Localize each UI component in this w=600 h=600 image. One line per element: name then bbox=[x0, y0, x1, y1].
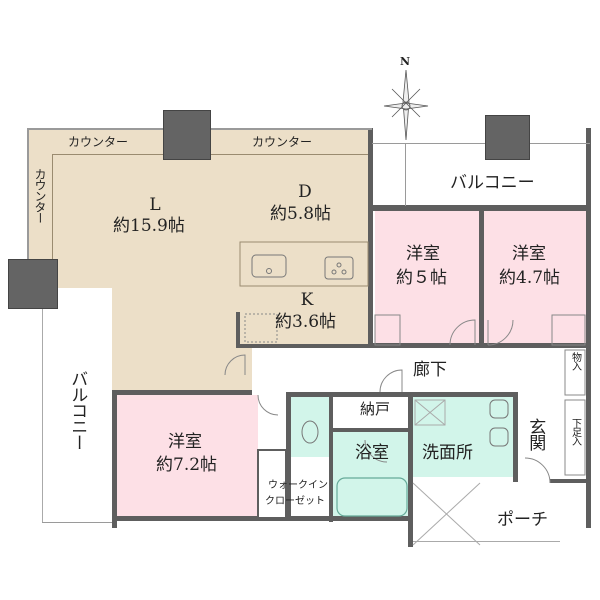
bedroom-3-name: 洋室 bbox=[168, 432, 202, 452]
balcony-top-label: バルコニー bbox=[450, 173, 535, 193]
wall bbox=[333, 428, 413, 432]
counter-label-top-right: カウンター bbox=[252, 135, 313, 149]
structural-column bbox=[485, 115, 530, 160]
counter-top-strip bbox=[52, 130, 372, 155]
counter-label-left: カウンター bbox=[33, 168, 47, 223]
wall bbox=[236, 344, 368, 348]
compass-icon bbox=[383, 69, 429, 141]
wall bbox=[586, 128, 591, 528]
ldk-area-lower bbox=[112, 258, 372, 348]
walkin-closet-label-2: クローゼット bbox=[265, 496, 325, 507]
rail bbox=[372, 143, 590, 144]
closet-storage-label: 物入 bbox=[569, 352, 581, 370]
bedroom-2-name: 洋室 bbox=[512, 244, 546, 264]
washroom-label: 洗面所 bbox=[422, 443, 473, 463]
porch-label: ポーチ bbox=[497, 510, 548, 530]
wall bbox=[550, 479, 590, 483]
kitchen-name: K bbox=[300, 290, 314, 310]
balcony-left-label: バルコニー bbox=[67, 370, 88, 450]
wall bbox=[479, 205, 484, 348]
wall bbox=[368, 343, 590, 348]
wall bbox=[112, 516, 412, 521]
counter-label-top-left: カウンター bbox=[68, 135, 129, 149]
living-size: 約15.9帖 bbox=[113, 216, 185, 236]
kitchen-size: 約3.6帖 bbox=[275, 312, 337, 332]
wall bbox=[329, 392, 333, 522]
living-name: L bbox=[149, 195, 161, 215]
toilet bbox=[291, 397, 331, 457]
wall bbox=[286, 392, 291, 518]
bath-label: 浴室 bbox=[355, 443, 389, 463]
bedroom-3 bbox=[116, 395, 258, 518]
bedroom-3-size: 約7.2帖 bbox=[156, 455, 218, 475]
dining-name: D bbox=[298, 182, 312, 202]
wall bbox=[112, 390, 117, 528]
storage-label: 納戸 bbox=[360, 400, 391, 418]
structural-column bbox=[8, 259, 58, 309]
washroom bbox=[413, 395, 513, 477]
shoe-storage-label: 下足入 bbox=[569, 418, 581, 445]
wall bbox=[368, 128, 373, 346]
wall bbox=[408, 392, 413, 547]
wall bbox=[112, 390, 252, 395]
wall bbox=[513, 392, 518, 482]
entrance-label: 玄関 bbox=[525, 418, 546, 450]
counter-left-strip bbox=[27, 155, 53, 285]
walkin-closet-label-1: ウォークイン bbox=[268, 480, 328, 491]
bedroom-2-size: 約4.7帖 bbox=[499, 268, 561, 288]
ldk-area-bottom bbox=[112, 345, 252, 395]
bedroom-1-size: 約５帖 bbox=[396, 268, 447, 288]
rail bbox=[42, 522, 112, 523]
rail bbox=[27, 128, 29, 288]
compass-north-label: N bbox=[400, 55, 411, 68]
rail bbox=[405, 143, 406, 206]
porch bbox=[412, 480, 560, 542]
wall bbox=[236, 312, 240, 348]
structural-column bbox=[163, 110, 211, 160]
bedroom-1-name: 洋室 bbox=[406, 244, 440, 264]
dining-size: 約5.8帖 bbox=[270, 204, 332, 224]
wall bbox=[286, 392, 518, 397]
hallway-label: 廊下 bbox=[413, 360, 447, 380]
